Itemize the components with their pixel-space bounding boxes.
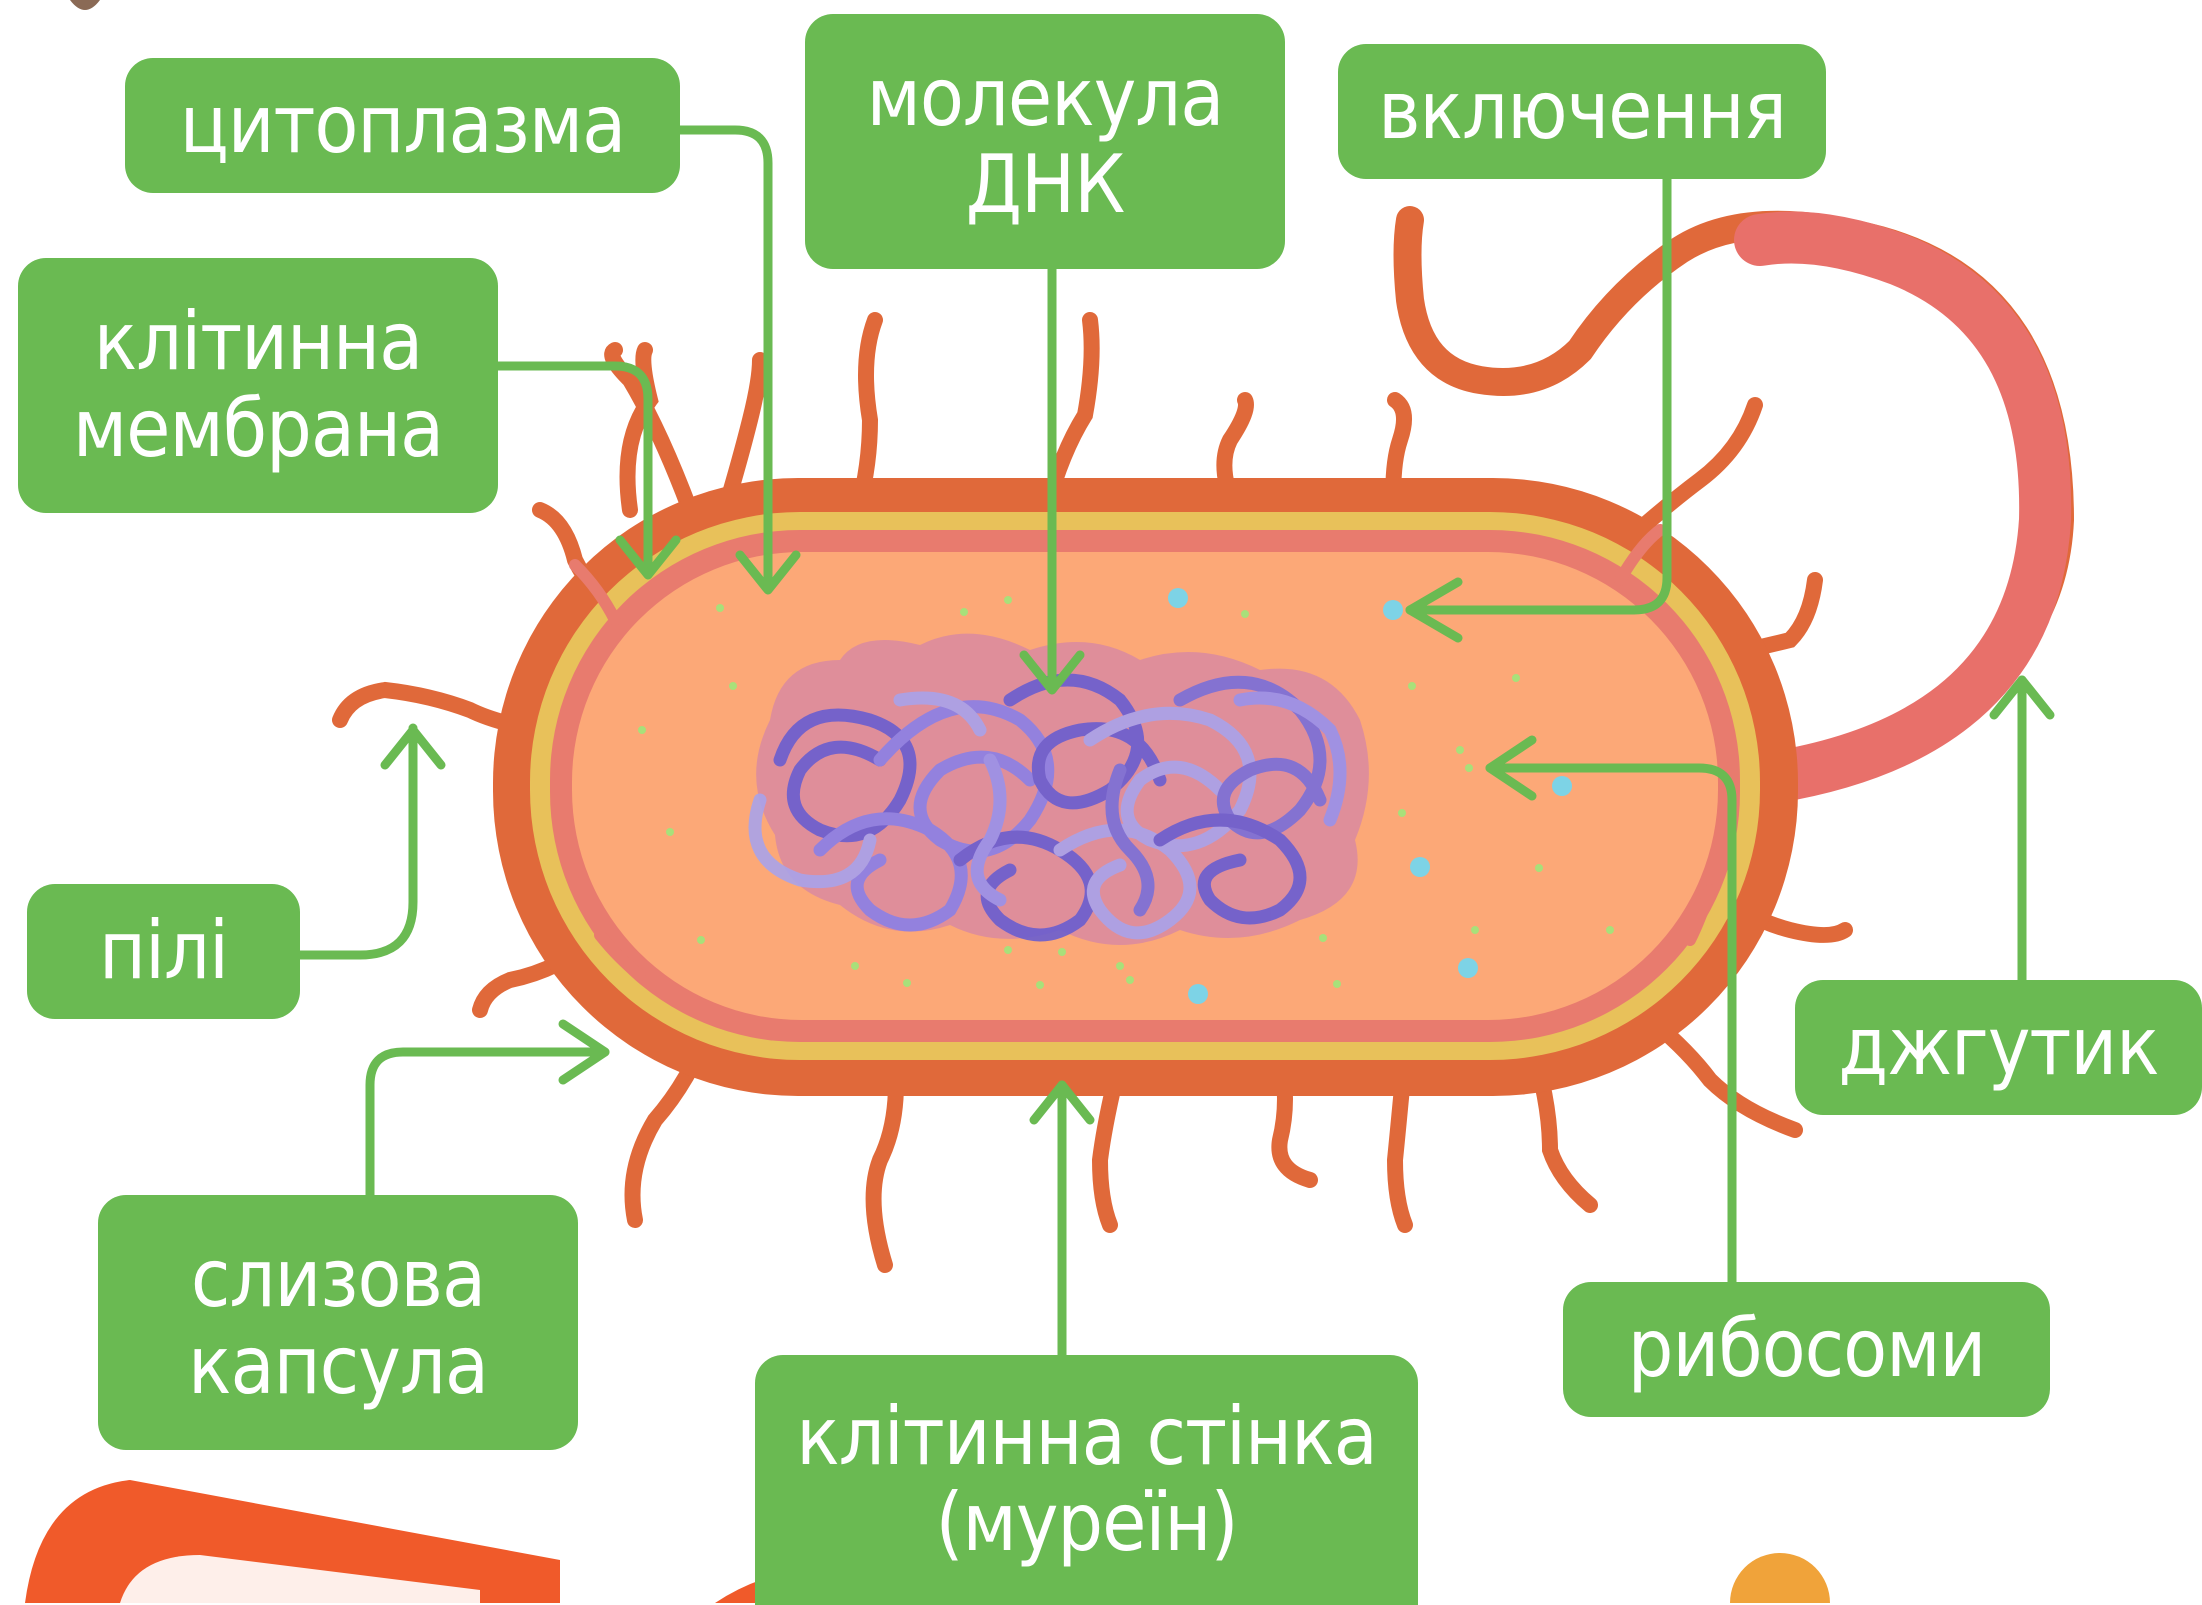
label-flagellum: джгутик [1795, 980, 2202, 1115]
label-capsule: слизова капсула [98, 1195, 578, 1450]
ribosome [1188, 984, 1208, 1004]
label-pili: пілі [27, 884, 300, 1019]
label-pili-text: пілі [99, 908, 228, 994]
label-dna: молекула ДНК [805, 14, 1285, 269]
arrow-pili [300, 728, 413, 955]
label-cytoplasm-text: цитоплазма [180, 82, 626, 168]
label-membrane-line2: мембрана [73, 386, 443, 472]
label-ribosomes-text: рибосоми [1628, 1306, 1986, 1392]
label-cell-wall-line2: (муреїн) [935, 1480, 1237, 1566]
label-dna-line1: молекула [867, 55, 1224, 141]
ribosome [1168, 588, 1188, 608]
label-inclusions: включення [1338, 44, 1826, 179]
label-capsule-line2: капсула [188, 1323, 488, 1409]
label-capsule-line1: слизова [191, 1236, 485, 1322]
ribosome [1410, 857, 1430, 877]
label-membrane: клітинна мембрана [18, 258, 498, 513]
corner-fragment-top [70, 0, 100, 10]
label-cell-wall: клітинна стінка (муреїн) [755, 1355, 1418, 1605]
label-inclusions-text: включення [1378, 68, 1786, 154]
label-dna-line2: ДНК [966, 142, 1124, 228]
ribosome [1383, 600, 1403, 620]
label-ribosomes: рибосоми [1563, 1282, 2050, 1417]
label-membrane-line1: клітинна [94, 299, 422, 385]
label-cytoplasm: цитоплазма [125, 58, 680, 193]
label-cell-wall-line1: клітинна стінка [796, 1394, 1376, 1480]
ribosome [1458, 958, 1478, 978]
label-flagellum-text: джгутик [1838, 1004, 2158, 1090]
ribosome [1552, 776, 1572, 796]
corner-fragment-bottom-right [1730, 1553, 1830, 1603]
